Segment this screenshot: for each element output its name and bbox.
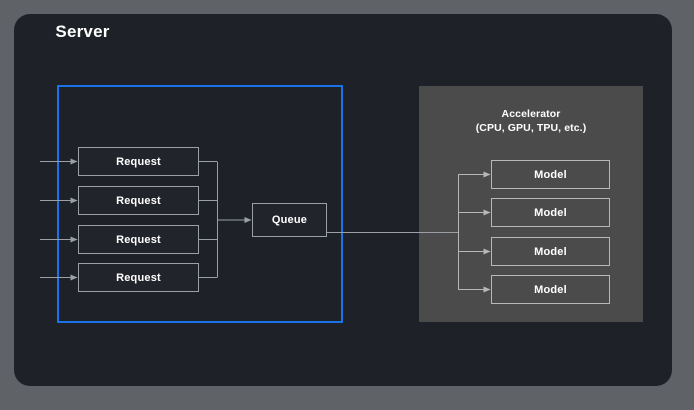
request-box[interactable]: Request	[78, 225, 199, 254]
model-box[interactable]: Model	[491, 198, 610, 227]
request-box[interactable]: Request	[78, 263, 199, 292]
server-group	[57, 85, 343, 323]
queue-box[interactable]: Queue	[252, 203, 327, 237]
model-box[interactable]: Model	[491, 160, 610, 189]
request-box[interactable]: Request	[78, 186, 199, 215]
accelerator-subtitle: (CPU, GPU, TPU, etc.)	[475, 122, 587, 134]
server-title: Server	[55, 22, 110, 41]
model-box[interactable]: Model	[491, 275, 610, 304]
request-box[interactable]: Request	[78, 147, 199, 176]
accelerator-title-line1: Accelerator	[501, 108, 561, 120]
model-box[interactable]: Model	[491, 237, 610, 266]
accelerator-title: Accelerator (CPU, GPU, TPU, etc.)	[419, 107, 643, 135]
